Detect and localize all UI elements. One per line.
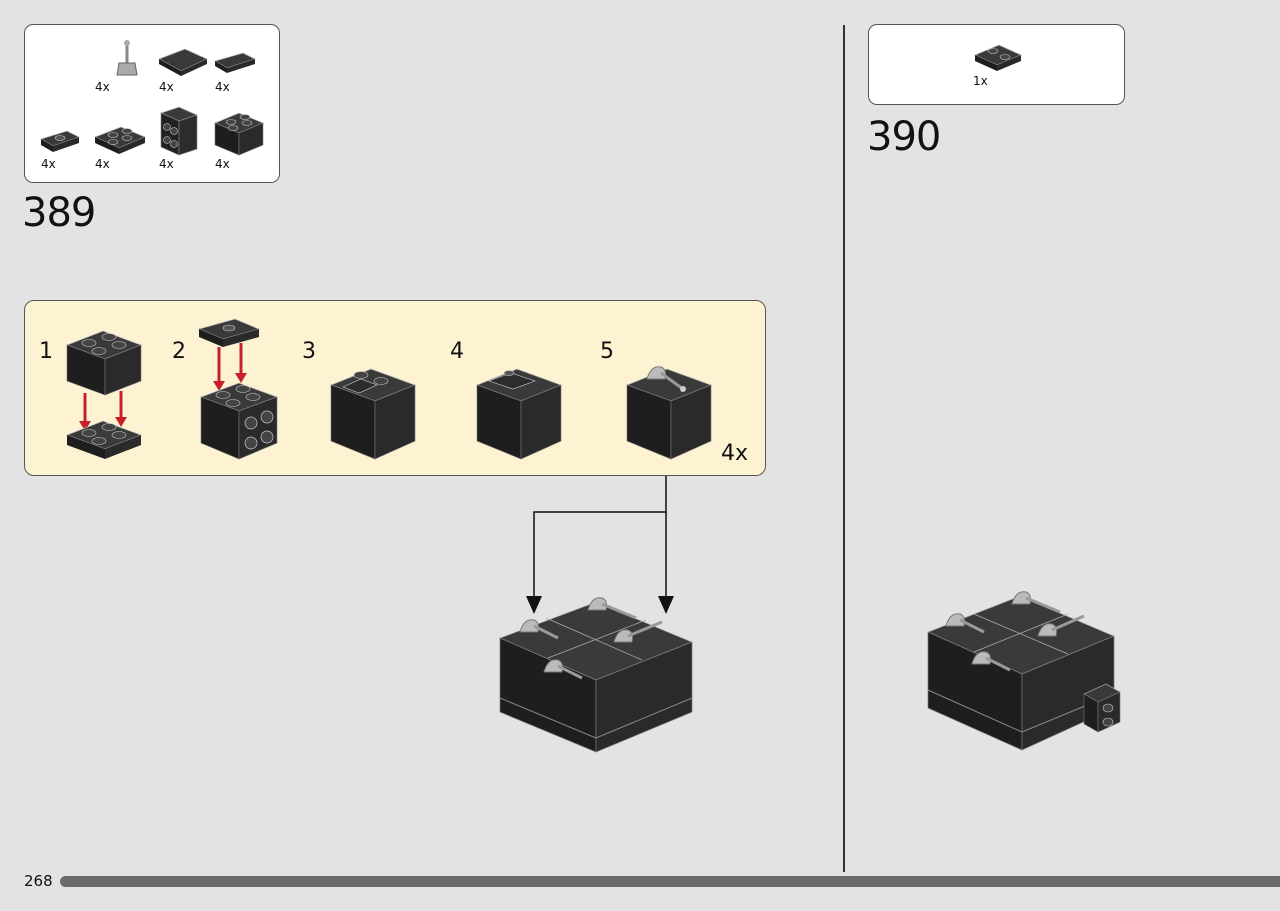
substep-number: 1 <box>39 339 53 364</box>
jumper-plate-icon <box>40 130 81 152</box>
step-number-390: 390 <box>867 114 941 160</box>
part-qty: 4x <box>159 157 174 171</box>
brick-2x2-icon <box>213 112 265 156</box>
bracket-2x2-icon <box>159 106 199 156</box>
parts-list-390: 1x <box>868 24 1125 105</box>
substep-3-illustration <box>329 368 417 460</box>
assembly-390-illustration <box>926 591 1121 751</box>
part-qty: 4x <box>215 80 230 94</box>
jumper-plate-rounded-icon <box>973 44 1023 71</box>
plate-2x2-icon <box>93 126 147 154</box>
part-qty: 4x <box>215 157 230 171</box>
substep-callout: 1 2 3 4 5 4x <box>24 300 766 476</box>
substep-number: 4 <box>450 339 464 364</box>
substep-2-illustration <box>197 318 279 460</box>
substep-4-illustration <box>475 368 563 460</box>
lever-part-icon <box>116 40 138 76</box>
tile-1x2-icon <box>213 52 257 73</box>
page-number: 268 <box>24 872 53 890</box>
substep-1-illustration <box>65 330 143 459</box>
multiplier: 4x <box>721 441 749 466</box>
substep-number: 2 <box>172 339 186 364</box>
parts-list-389: 4x 4x 4x 4x 4x 4x <box>24 24 280 183</box>
page-divider <box>843 25 845 872</box>
part-qty: 4x <box>95 80 110 94</box>
substep-number: 3 <box>302 339 316 364</box>
connector-arrows <box>526 476 674 614</box>
step-number-389: 389 <box>22 190 96 236</box>
part-qty: 1x <box>973 74 988 88</box>
tile-2x2-icon <box>158 48 208 76</box>
part-qty: 4x <box>159 80 174 94</box>
substep-5-illustration <box>625 366 713 460</box>
assembly-389-illustration <box>498 597 694 753</box>
part-qty: 4x <box>95 157 110 171</box>
progress-bar <box>60 876 1280 887</box>
part-qty: 4x <box>41 157 56 171</box>
substep-number: 5 <box>600 339 614 364</box>
